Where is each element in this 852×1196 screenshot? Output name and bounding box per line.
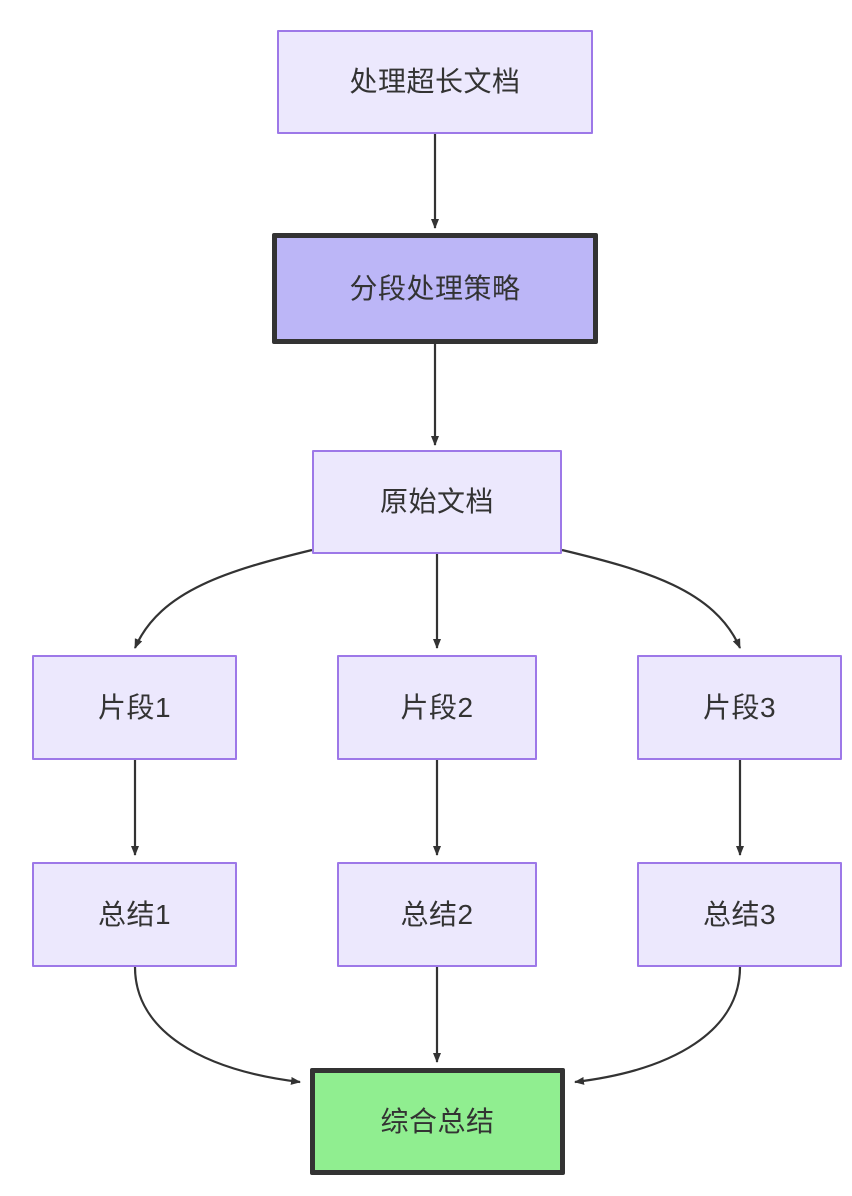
- node-label: 处理超长文档: [349, 66, 521, 98]
- node-summary-1[interactable]: 总结1: [32, 862, 237, 967]
- node-chunking-strategy[interactable]: 分段处理策略: [272, 233, 598, 344]
- node-label: 总结3: [702, 898, 777, 930]
- node-process-long-document[interactable]: 处理超长文档: [277, 30, 593, 134]
- node-fragment-3[interactable]: 片段3: [637, 655, 842, 760]
- node-label: 分段处理策略: [349, 272, 521, 304]
- edge-n9-n10: [574, 966, 742, 1085]
- node-summary-3[interactable]: 总结3: [637, 862, 842, 967]
- edge-n7-n10: [133, 966, 301, 1085]
- node-fragment-2[interactable]: 片段2: [337, 655, 537, 760]
- node-original-document[interactable]: 原始文档: [312, 450, 562, 554]
- node-label: 片段3: [702, 691, 777, 723]
- node-label: 总结1: [97, 898, 172, 930]
- edge-n3-n6: [561, 548, 742, 649]
- node-label: 片段1: [97, 691, 172, 723]
- node-label: 原始文档: [379, 486, 494, 518]
- node-fragment-1[interactable]: 片段1: [32, 655, 237, 760]
- node-label: 综合总结: [380, 1105, 495, 1137]
- node-label: 片段2: [400, 691, 474, 723]
- node-summary-2[interactable]: 总结2: [337, 862, 537, 967]
- edge-n3-n4: [133, 548, 313, 649]
- node-comprehensive-summary[interactable]: 综合总结: [310, 1068, 565, 1175]
- node-label: 总结2: [400, 898, 474, 930]
